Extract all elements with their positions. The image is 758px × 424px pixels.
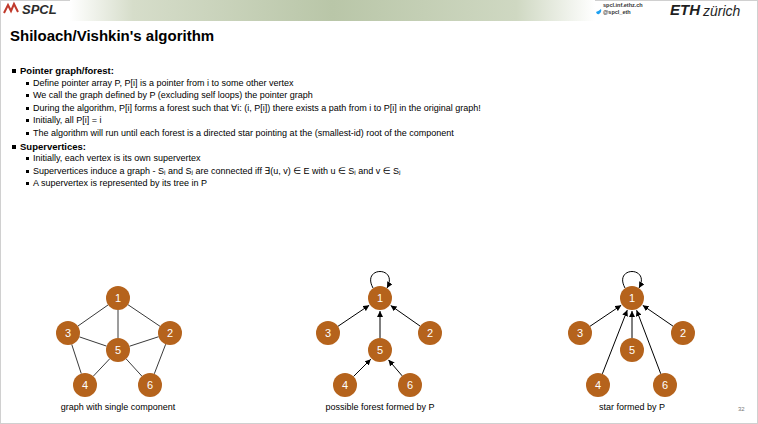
- vertex-circle: 1: [106, 286, 130, 310]
- vertex-circle: 6: [398, 373, 422, 397]
- header-banner: [70, 0, 595, 21]
- vertex-circle: 3: [316, 321, 340, 345]
- vertex-id: 3: [316, 321, 340, 345]
- header-url: spcl.inf.ethz.ch: [603, 2, 643, 9]
- bullet-text: Define pointer array P, P[i] is a pointe…: [33, 78, 293, 89]
- bullet-square: [12, 145, 16, 149]
- graph-edge: [129, 337, 158, 347]
- self-loop: [623, 272, 642, 289]
- logo-text: SPCL: [22, 2, 57, 18]
- bullet-square: [26, 182, 29, 185]
- bullet-square: [12, 69, 16, 73]
- vertex-circle: 2: [418, 321, 442, 345]
- figure-caption: graph with single component: [61, 402, 176, 413]
- figure-caption: possible forest formed by P: [325, 402, 434, 413]
- vertex-id: 4: [333, 373, 357, 397]
- pointer-arrow: [338, 305, 369, 326]
- vertex-id: 5: [106, 338, 130, 362]
- logo-text: zürich: [703, 3, 740, 20]
- bullet-square: [26, 107, 29, 110]
- vertex-id: 1: [620, 286, 644, 310]
- pointer-arrow: [590, 305, 621, 326]
- graph-edge: [118, 310, 119, 338]
- figure-caption: star formed by P: [599, 402, 665, 413]
- vertex-circle: 2: [158, 321, 182, 345]
- bullet-heading: Pointer graph/forest:: [20, 65, 114, 76]
- vertex-id: 3: [568, 321, 592, 345]
- vertex-circle: 5: [368, 338, 392, 362]
- vertex-circle: 1: [368, 286, 392, 310]
- graph-edge: [93, 359, 110, 377]
- vertex-id: 6: [398, 373, 422, 397]
- vertex-circle: 2: [671, 321, 695, 345]
- vertex-id: 1: [368, 286, 392, 310]
- vertex-circle: 1: [620, 286, 644, 310]
- vertex-id: 4: [73, 373, 97, 397]
- spcl-logo-icon: [4, 4, 18, 13]
- pointer-arrow: [380, 311, 381, 338]
- bullet-text: The algorithm will run until each forest…: [33, 128, 454, 139]
- vertex-id: 6: [653, 373, 677, 397]
- bullet-text: During the algorithm, P[i] forms a fores…: [33, 103, 481, 114]
- vertex-circle: 3: [56, 321, 80, 345]
- bullet-square: [26, 132, 29, 135]
- bullet-square: [26, 119, 29, 122]
- bullet-heading: Supervertices:: [20, 141, 86, 152]
- bullet-square: [26, 82, 29, 85]
- pointer-arrow: [632, 311, 633, 338]
- vertex-id: 1: [106, 286, 130, 310]
- vertex-circle: 4: [333, 373, 357, 397]
- vertex-circle: 6: [138, 373, 162, 397]
- bullet-text: Supervertices induce a graph - Sᵢ and Sⱼ…: [33, 166, 401, 177]
- vertex-circle: 6: [653, 373, 677, 397]
- header-handle: @spcl_eth: [603, 9, 631, 16]
- bullet-square: [26, 170, 29, 173]
- bullet-square: [26, 94, 29, 97]
- pointer-arrow: [643, 305, 673, 326]
- self-loop: [371, 272, 390, 289]
- graph-edge: [126, 359, 142, 376]
- graph-edge: [154, 344, 165, 374]
- vertex-circle: 5: [620, 338, 644, 362]
- vertex-circle: 3: [568, 321, 592, 345]
- logo-text: ETH: [670, 1, 700, 19]
- vertex-id: 5: [620, 338, 644, 362]
- pointer-arrow: [388, 360, 402, 376]
- graph-edge: [128, 305, 160, 327]
- graph-edge: [78, 305, 108, 326]
- vertex-circle: 4: [586, 373, 610, 397]
- pointer-arrow: [391, 305, 421, 326]
- vertex-id: 4: [586, 373, 610, 397]
- graph-edge: [79, 337, 106, 346]
- bullet-text: We call the graph defined by P (excludin…: [33, 90, 313, 101]
- vertex-id: 5: [368, 338, 392, 362]
- vertex-circle: 5: [106, 338, 130, 362]
- page-number: 32: [738, 406, 745, 413]
- bullet-text: Initially, each vertex is its own superv…: [33, 153, 200, 164]
- vertex-id: 6: [138, 373, 162, 397]
- vertex-circle: 4: [73, 373, 97, 397]
- vertex-id: 2: [158, 321, 182, 345]
- pointer-arrow: [353, 359, 370, 376]
- bullet-text: Initially, all P[i] = i: [33, 115, 102, 126]
- vertex-id: 2: [671, 321, 695, 345]
- graph-edge: [72, 344, 82, 373]
- bullet-text: A supervertex is represented by its tree…: [33, 178, 207, 189]
- slide-title: Shiloach/Vishkin's algorithm: [10, 27, 214, 45]
- twitter-bird-icon: [596, 9, 601, 14]
- vertex-id: 2: [418, 321, 442, 345]
- vertex-id: 3: [56, 321, 80, 345]
- bullet-square: [26, 157, 29, 160]
